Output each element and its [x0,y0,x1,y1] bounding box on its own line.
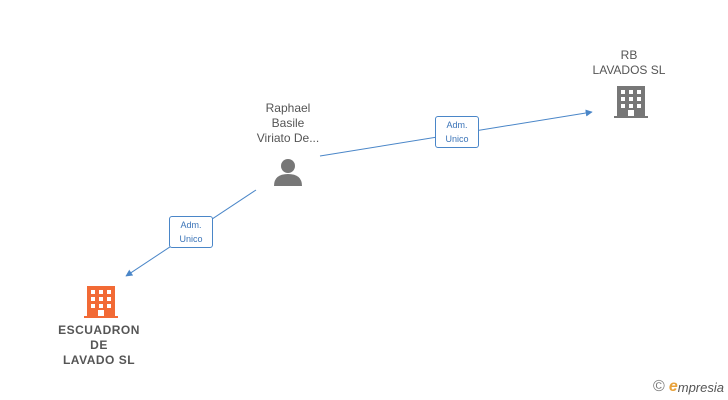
edge-label-escuadron: Adm. Unico [169,216,213,248]
person-icon[interactable] [274,159,302,186]
company-label-rb-lavados[interactable]: RB LAVADOS SL [592,48,666,77]
brand-name: mpresia [677,379,724,395]
building-icon[interactable] [614,86,648,118]
brand-initial: e [668,378,678,395]
brand-logo: © e mpresia [653,378,724,396]
building-icon-main[interactable] [84,286,118,318]
company-label-escuadron[interactable]: ESCUADRON DE LAVADO SL [58,323,140,367]
person-label[interactable]: Raphael Basile Viriato De... [256,101,320,145]
copyright-icon: © [653,378,665,395]
edge-label-rb-lavados: Adm. Unico [435,116,479,148]
